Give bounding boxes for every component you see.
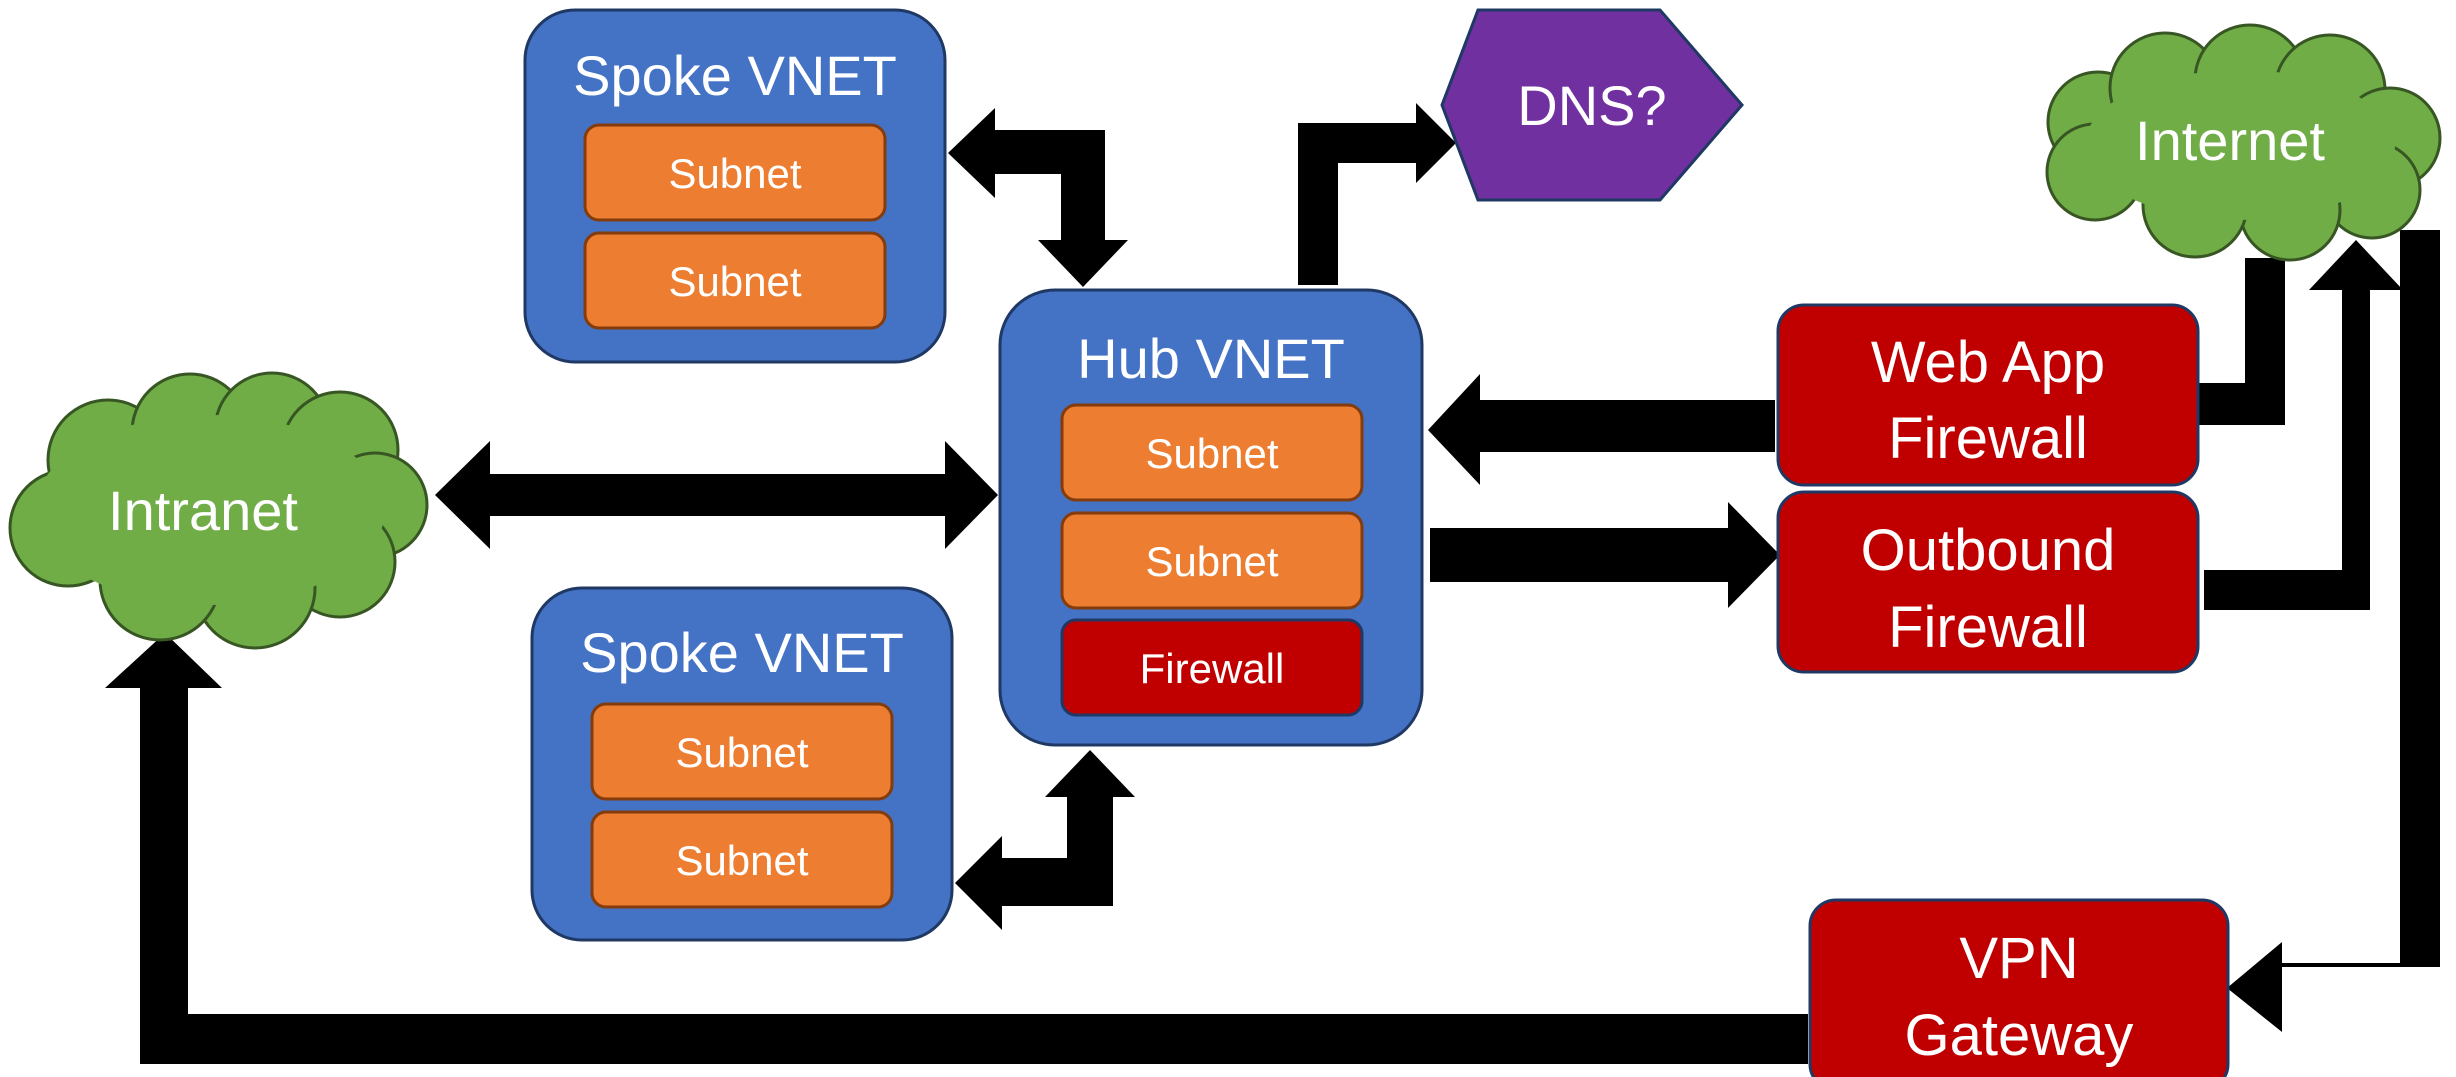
hub-firewall — [1060, 618, 1364, 717]
arrows — [105, 103, 2440, 1064]
arrow-hub-outbound — [1430, 502, 1780, 608]
arrow-spoketop-hub — [948, 108, 1128, 287]
vpn-gateway: VPN Gateway — [1808, 898, 2230, 1077]
spoke-top-subnet-2-label: Subnet — [668, 258, 801, 305]
spoke-bottom-subnet-2-label: Subnet — [675, 837, 808, 884]
arrow-spokebottom-hub — [955, 750, 1135, 930]
vpn-gateway-line1: VPN — [1959, 926, 2078, 991]
hub-subnet-1 — [1060, 403, 1364, 502]
hub-subnet-1-label: Subnet — [1145, 430, 1278, 477]
arrow-intranet-hub — [435, 441, 998, 549]
spoke-bottom-subnet-2 — [590, 810, 894, 909]
hub-firewall-label: Firewall — [1140, 645, 1285, 692]
outbound-firewall: Outbound Firewall — [1776, 490, 2200, 674]
web-app-firewall: Web App Firewall — [1776, 303, 2200, 487]
spoke-top-subnet-2 — [583, 231, 887, 330]
outbound-firewall-line1: Outbound — [1861, 518, 2116, 583]
spoke-vnet-bottom: Spoke VNET Subnet Subnet — [530, 586, 954, 942]
spoke-vnet-top: Spoke VNET Subnet Subnet — [523, 8, 947, 364]
dns-label: DNS? — [1517, 74, 1666, 137]
spoke-top-subnet-1-label: Subnet — [668, 150, 801, 197]
spoke-bottom-subnet-1 — [590, 702, 894, 801]
arrow-vpn-intranet — [105, 633, 1808, 1064]
vpn-gateway-box — [1808, 898, 2230, 1077]
spoke-bottom-subnet-1-label: Subnet — [675, 729, 808, 776]
dns-hexagon — [1440, 8, 1744, 202]
hub-subnet-2-label: Subnet — [1145, 538, 1278, 585]
arrow-outbound-internet — [2204, 240, 2403, 610]
internet-label: Internet — [2135, 109, 2325, 172]
hub-vnet-title: Hub VNET — [1077, 327, 1345, 390]
dns-node: DNS? — [1440, 8, 1744, 202]
outbound-firewall-line2: Firewall — [1888, 595, 2088, 660]
arrow-waf-hub — [1428, 374, 1775, 485]
web-app-firewall-line2: Firewall — [1888, 406, 2088, 471]
spoke-vnet-top-title: Spoke VNET — [573, 44, 897, 107]
arrow-internet-vpn — [2227, 230, 2440, 1032]
intranet-cloud: Intranet — [8, 371, 429, 650]
hub-subnet-2 — [1060, 511, 1364, 610]
intranet-label: Intranet — [108, 479, 298, 542]
vpn-gateway-line2: Gateway — [1905, 1003, 2134, 1068]
hub-vnet: Hub VNET Subnet Subnet Firewall — [998, 288, 1424, 747]
outbound-firewall-box — [1776, 490, 2200, 674]
spoke-vnet-bottom-title: Spoke VNET — [580, 621, 904, 684]
web-app-firewall-box — [1776, 303, 2200, 487]
internet-cloud: Internet — [2045, 23, 2442, 262]
web-app-firewall-line1: Web App — [1871, 330, 2105, 395]
arrow-hub-dns — [1298, 103, 1456, 285]
spoke-top-subnet-1 — [583, 123, 887, 222]
